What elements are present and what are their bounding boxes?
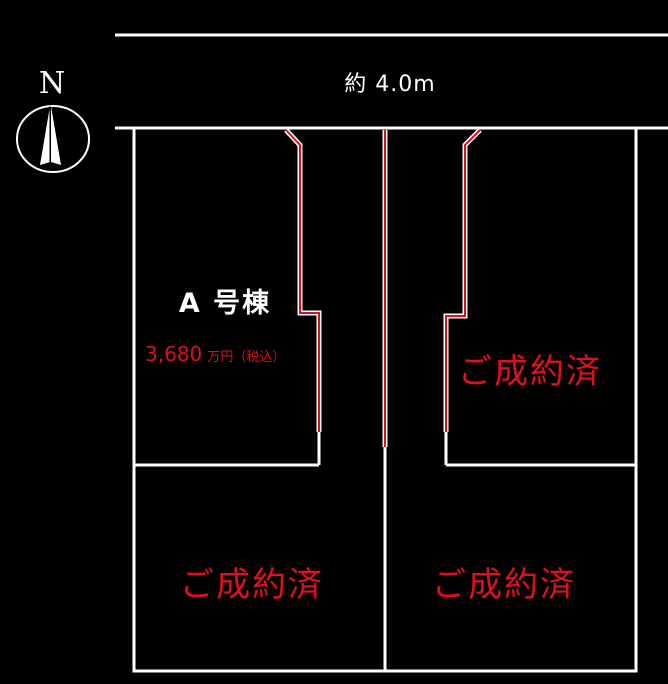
compass-north-label: N	[38, 66, 66, 101]
lot-a-price-number: 3,680	[145, 342, 203, 366]
driveway-lines	[284, 128, 482, 447]
lot-a-price-unit: 万円（税込）	[207, 350, 286, 365]
lot-bottom-right-status: ご成約済	[432, 565, 576, 605]
lot-boundaries	[132, 128, 638, 673]
north-arrow-icon	[16, 105, 90, 173]
lot-bottom-left-status: ご成約済	[180, 565, 324, 605]
lot-top-right-status: ご成約済	[458, 352, 602, 392]
lot-a-price: 3,680 万円（税込）	[145, 342, 285, 366]
road-width-label: 約 4.0m	[344, 72, 436, 97]
lot-a-name: A 号棟	[178, 288, 272, 319]
